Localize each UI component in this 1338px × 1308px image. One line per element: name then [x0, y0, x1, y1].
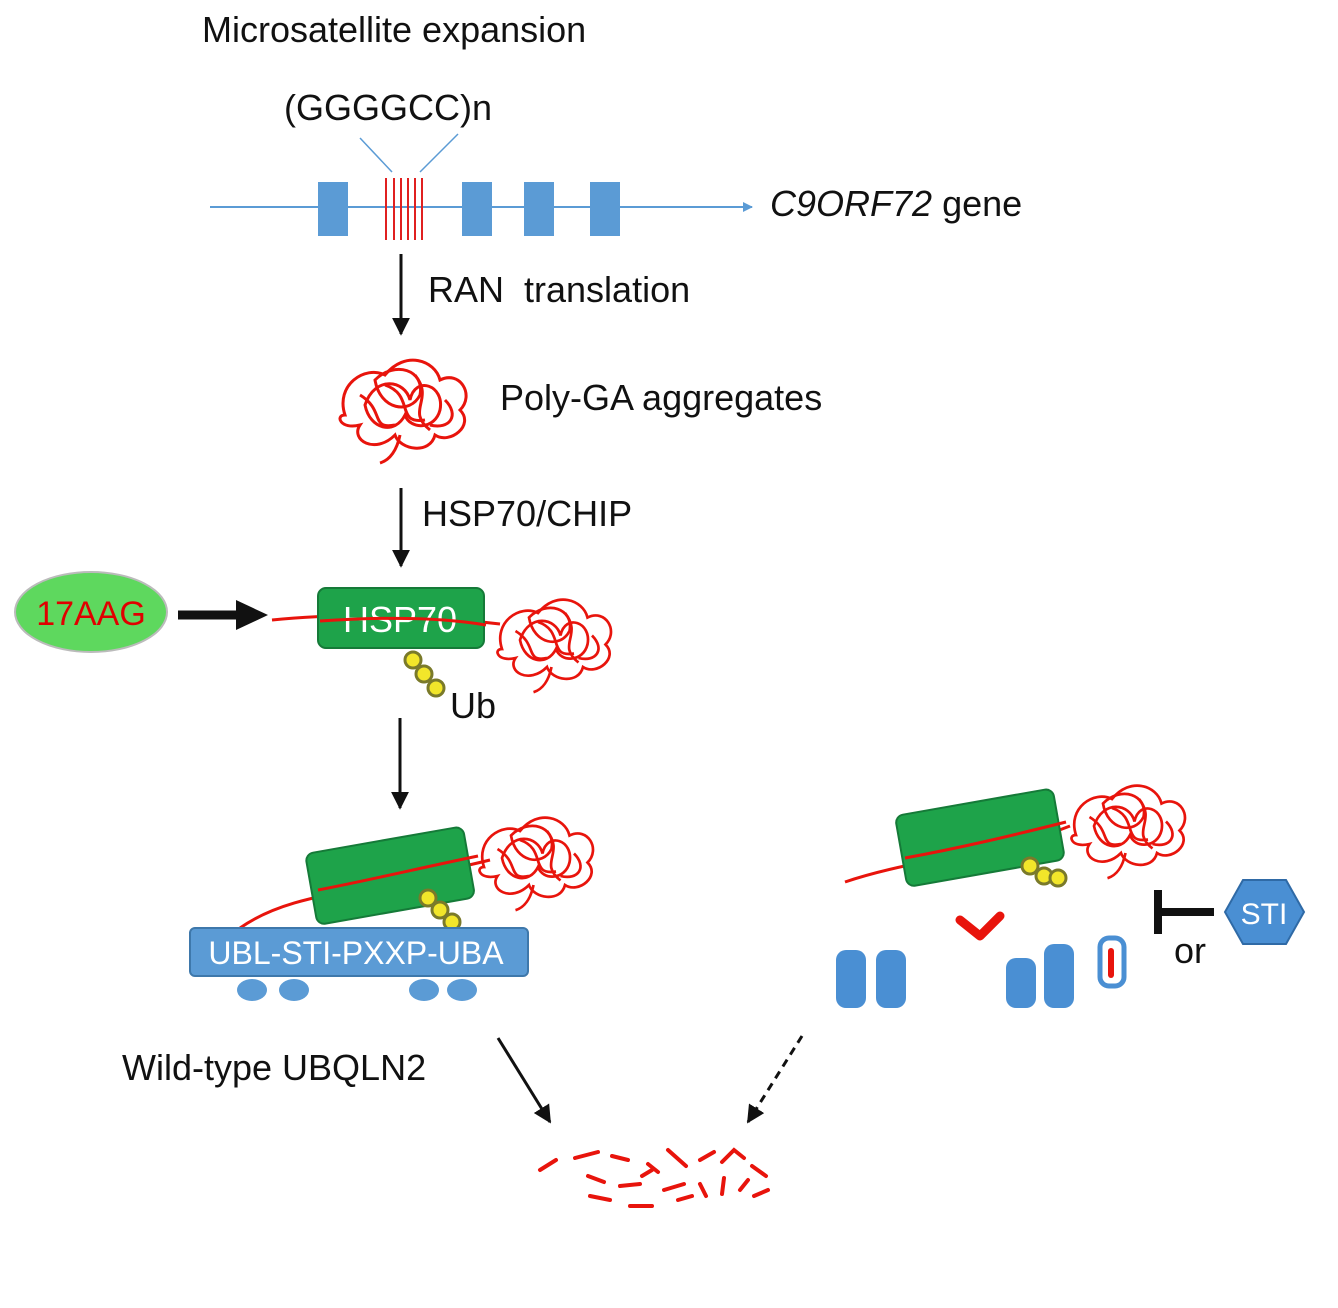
repeat-pointer-left: [359, 137, 393, 173]
poly-ga-strand-3b: [904, 820, 1067, 860]
or-label: or: [1174, 930, 1206, 971]
ub-label: Ub: [450, 685, 496, 726]
gene-suffix: gene: [932, 183, 1022, 224]
gene-name: C9ORF72: [770, 183, 932, 224]
poly-ga-aggregate-wt: [478, 816, 595, 912]
poly-ga-strand-1b: [319, 616, 487, 627]
repeat-bars: [385, 178, 423, 240]
ubqln2-domain-bar: [189, 927, 529, 977]
repeat-pointer-right: [419, 133, 459, 173]
red-checkmark: [955, 911, 1005, 941]
sti-hexagon: [1223, 879, 1306, 945]
arrow-wt-degradation: [496, 1037, 552, 1124]
exon-4: [590, 182, 620, 236]
degraded-fragments: [538, 1147, 770, 1208]
ubiquitin-chain-1: [403, 650, 446, 698]
drug-17aag-ellipse: [14, 571, 168, 653]
ubiquitin-chain-2: [418, 888, 462, 932]
hsp70-chip-label: HSP70/CHIP: [422, 493, 632, 534]
exon-1: [318, 182, 348, 236]
poly-ga-aggregate-mutant: [1070, 784, 1187, 880]
wild-type-label: Wild-type UBQLN2: [122, 1047, 426, 1088]
ubqln2-feet: [237, 979, 477, 1001]
poly-ga-label: Poly-GA aggregates: [500, 377, 822, 418]
poly-ga-aggregate: [338, 358, 468, 465]
gene-label: C9ORF72 gene: [770, 183, 1022, 224]
ubqln2-fragments: [836, 935, 1127, 1008]
repeat-label: (GGGGCC)n: [284, 87, 492, 128]
sti-label: STI: [1241, 898, 1288, 931]
arrow-17aag-head: [236, 600, 268, 630]
ubiquitin-chain-3: [1020, 856, 1068, 888]
exon-3: [524, 182, 554, 236]
ran-translation-label: RAN translation: [428, 269, 690, 310]
exon-2: [462, 182, 492, 236]
c9orf72-gene-diagram: [210, 178, 753, 240]
drug-17aag-label: 17AAG: [36, 595, 146, 633]
poly-ga-aggregate-hsp70: [496, 598, 613, 694]
title-label: Microsatellite expansion: [202, 9, 586, 50]
poly-ga-strand-2b: [317, 854, 479, 892]
ubqln2-domains-label: UBL-STI-PXXP-UBA: [208, 935, 504, 971]
arrow-mutant-degradation: [746, 1035, 804, 1124]
